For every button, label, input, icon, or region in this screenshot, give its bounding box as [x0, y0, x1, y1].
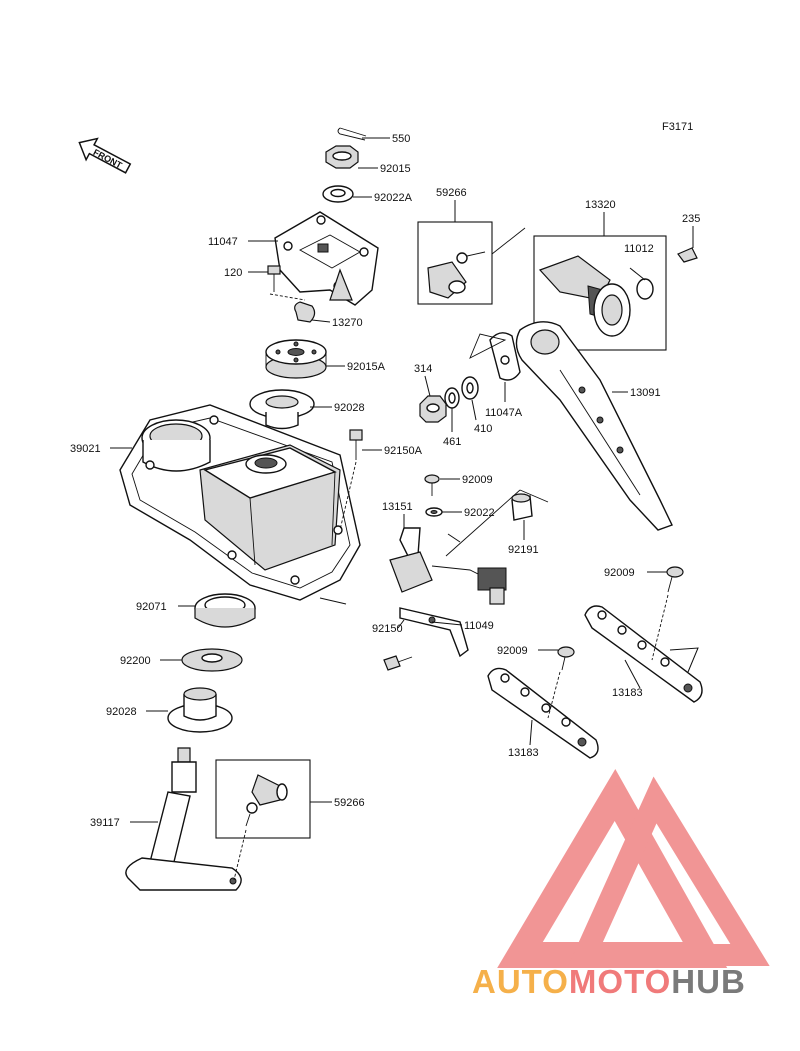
label-235: 235 — [682, 213, 700, 225]
lever-13091 — [515, 321, 673, 531]
bolt-92009-a — [424, 474, 440, 496]
screw-235 — [677, 247, 698, 263]
steering-shaft-39117 — [125, 747, 242, 891]
lock-washer-461 — [444, 387, 460, 409]
label-11049: 11049 — [464, 620, 494, 632]
washer-92200 — [181, 648, 243, 672]
castle-nut-92015 — [325, 145, 359, 169]
bolt-92150A — [339, 429, 363, 531]
label-410: 410 — [474, 423, 492, 435]
seal-92071 — [194, 593, 256, 628]
washer-92022 — [425, 507, 443, 517]
collar-92028-bottom — [167, 687, 233, 733]
label-92015A: 92015A — [347, 361, 386, 373]
label-92015: 92015 — [380, 163, 411, 175]
label-13320: 13320 — [585, 199, 616, 211]
kit-box-59266-top — [417, 221, 526, 305]
part-labels: 550 92015 92022A 59266 13320 235 11012 1… — [70, 133, 700, 829]
figure-code: F3171 — [662, 121, 693, 133]
clip-13270 — [294, 301, 316, 323]
label-92191: 92191 — [508, 544, 539, 556]
label-92150: 92150 — [372, 623, 403, 635]
label-39117: 39117 — [90, 817, 120, 829]
label-13151: 13151 — [382, 501, 413, 513]
nut-314 — [419, 395, 447, 423]
bolt-92009-b — [651, 566, 684, 661]
label-92071: 92071 — [136, 601, 167, 613]
watermark-auto: AUTO — [472, 963, 569, 1000]
washer-92022A — [322, 185, 354, 203]
label-92009-b: 92009 — [604, 567, 635, 579]
sensor-13151 — [389, 527, 507, 605]
housing-39021 — [119, 404, 361, 601]
label-314: 314 — [414, 363, 432, 375]
label-92200: 92200 — [120, 655, 151, 667]
label-13183-left: 13183 — [508, 747, 539, 759]
label-461: 461 — [443, 436, 461, 448]
cup-92028-top — [249, 389, 315, 430]
label-120: 120 — [224, 267, 242, 279]
label-59266-bottom: 59266 — [334, 797, 365, 809]
label-92009-c: 92009 — [497, 645, 528, 657]
label-11047: 11047 — [208, 236, 238, 248]
watermark-logo-icon — [497, 769, 770, 968]
plate-13183-left — [487, 667, 599, 759]
cotter-pin-550 — [337, 127, 367, 141]
label-92028-top: 92028 — [334, 402, 365, 414]
label-550: 550 — [392, 133, 410, 145]
label-59266-top: 59266 — [436, 187, 467, 199]
label-92022A: 92022A — [374, 192, 413, 204]
bracket-11047 — [274, 211, 379, 306]
watermark-moto: MOTO — [569, 963, 671, 1000]
washer-410 — [461, 376, 479, 400]
leader-lines — [110, 137, 699, 823]
svg-text:AUTOMOTOHUB: AUTOMOTOHUB — [472, 963, 746, 1000]
kit-box-13320 — [533, 235, 667, 351]
collar-92191 — [445, 489, 549, 557]
label-11047A: 11047A — [485, 407, 523, 419]
bracket-11049 — [399, 607, 469, 658]
bolt-120 — [267, 265, 306, 301]
watermark-brand-text: AUTOMOTOHUB — [472, 963, 746, 1000]
label-13091: 13091 — [630, 387, 661, 399]
label-11012: 11012 — [624, 243, 654, 255]
label-92028-bottom: 92028 — [106, 706, 137, 718]
watermark-hub: HUB — [671, 963, 746, 1000]
kit-box-59266-bottom — [215, 759, 311, 881]
front-arrow-icon: FRONT — [78, 137, 132, 174]
label-13270: 13270 — [332, 317, 363, 329]
plate-11047A — [469, 332, 521, 381]
plate-13183-right — [584, 605, 703, 703]
front-arrow-label: FRONT — [92, 147, 125, 171]
label-39021: 39021 — [70, 443, 101, 455]
label-13183-right: 13183 — [612, 687, 643, 699]
bolt-92009-c — [547, 646, 575, 719]
label-92009-a: 92009 — [462, 474, 493, 486]
label-92022: 92022 — [464, 507, 495, 519]
bolt-92150 — [383, 655, 413, 671]
rubber-damper-92015A — [265, 339, 327, 379]
label-92150A: 92150A — [384, 445, 423, 457]
